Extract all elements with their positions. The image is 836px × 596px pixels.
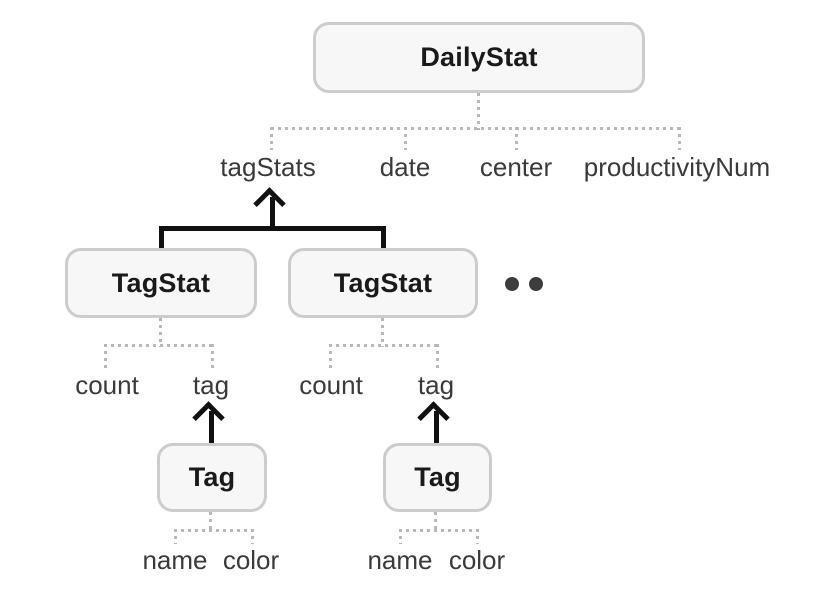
dotted-connector-tagstat2-count xyxy=(329,344,332,368)
dotted-connector-tagstat1-count xyxy=(104,344,107,368)
dotted-connector-tag2-color xyxy=(476,529,479,544)
dotted-connector-tagstat2-rail xyxy=(329,344,439,347)
dotted-connector-field-date xyxy=(404,127,407,150)
node-tagstat-2-label: TagStat xyxy=(333,267,433,298)
solid-connector-bracket-rail xyxy=(159,226,386,231)
dotted-connector-tag1-name xyxy=(174,529,177,544)
dotted-connector-tagstat2-stem xyxy=(381,318,384,347)
solid-connector-tagstats-shaft xyxy=(270,197,275,231)
dotted-connector-tagstat1-stem xyxy=(159,318,162,347)
node-tagstat-2: TagStat xyxy=(288,248,478,318)
dotted-connector-tagstat2-tag xyxy=(436,344,439,368)
field-label-center: center xyxy=(479,152,553,182)
solid-connector-bracket-right xyxy=(381,226,386,248)
dotted-connector-field-tagstats xyxy=(270,127,273,150)
field-label-count-2: count xyxy=(299,370,363,400)
node-tagstat-1-label: TagStat xyxy=(111,267,211,298)
field-label-date: date xyxy=(379,152,431,182)
dotted-connector-root-stem xyxy=(477,93,480,130)
field-label-name-1: name xyxy=(142,545,208,575)
node-tag-2: Tag xyxy=(383,443,492,512)
dotted-connector-field-productivitynum xyxy=(678,127,681,150)
dotted-connector-tag2-name xyxy=(399,529,402,544)
dotted-connector-tag2-stem xyxy=(434,512,437,532)
field-label-name-2: name xyxy=(367,545,433,575)
dotted-connector-field-center xyxy=(515,127,518,150)
dotted-connector-tagstat1-tag xyxy=(211,344,214,368)
dotted-connector-tag2-rail xyxy=(399,529,479,532)
solid-connector-tag1-shaft xyxy=(209,411,214,443)
field-label-tagstats: tagStats xyxy=(220,152,316,182)
field-label-color-1: color xyxy=(222,545,280,575)
ellipsis-dot-icon xyxy=(505,277,519,291)
node-tag-1: Tag xyxy=(157,443,267,512)
field-label-tag-2: tag xyxy=(417,370,455,400)
dotted-connector-tag1-rail xyxy=(174,529,255,532)
node-tag-1-label: Tag xyxy=(188,462,236,492)
node-tagstat-1: TagStat xyxy=(65,248,257,318)
field-label-productivitynum: productivityNum xyxy=(583,152,771,182)
node-dailystat: DailyStat xyxy=(313,22,645,93)
dotted-connector-root-rail xyxy=(271,127,681,130)
field-label-tag-1: tag xyxy=(192,370,230,400)
field-label-color-2: color xyxy=(448,545,506,575)
node-tag-2-label: Tag xyxy=(414,462,461,492)
solid-connector-tag2-shaft xyxy=(434,411,439,443)
field-label-count-1: count xyxy=(75,370,139,400)
dotted-connector-tagstat1-rail xyxy=(104,344,214,347)
ellipsis-dot-icon xyxy=(529,277,543,291)
dotted-connector-tag1-stem xyxy=(209,512,212,532)
solid-connector-bracket-left xyxy=(159,226,164,248)
node-dailystat-label: DailyStat xyxy=(420,42,538,72)
dotted-connector-tag1-color xyxy=(251,529,254,544)
